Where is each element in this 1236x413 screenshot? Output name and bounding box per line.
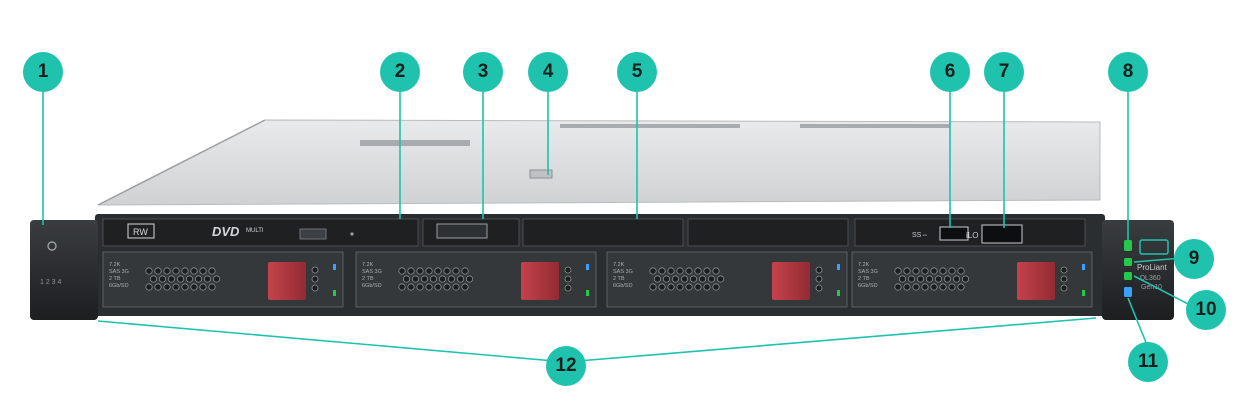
drive-release-latch[interactable] (268, 262, 306, 300)
drive-label-line: 7.2K (109, 262, 121, 268)
callout-11: 11 (1128, 342, 1168, 382)
dvd-multi: MULTI (246, 228, 264, 234)
callout-2: 2 (380, 52, 420, 92)
drive-grille (145, 267, 221, 291)
drive-label-line: 6Gb/SD (858, 283, 878, 289)
model-line-2: DL360 (1140, 275, 1161, 282)
drive-label-line: 6Gb/SD (362, 283, 382, 289)
health-led (1124, 258, 1132, 266)
drive-label-line: 7.2K (362, 262, 374, 268)
callout-6: 6 (930, 52, 970, 92)
model-line-3: Gen10 (1141, 284, 1162, 291)
drive-activity-led (333, 290, 336, 296)
drive-locate-led (333, 264, 336, 270)
left-ear (30, 220, 98, 320)
drive-label-line: 6Gb/SD (109, 283, 129, 289)
left-ear-digits: 1 2 3 4 (40, 279, 62, 286)
dvd-logo: DVD (212, 224, 240, 239)
uid-button[interactable] (1139, 239, 1169, 255)
drive-activity-led (837, 290, 840, 296)
vent-area (522, 218, 1086, 247)
drive-label-line: SAS 3G (362, 269, 382, 275)
callout-7: 7 (984, 52, 1024, 92)
ilo-service-port[interactable]: iLO (966, 224, 1023, 244)
usb-label: SS⇔ (912, 232, 928, 239)
callout-12: 12 (546, 346, 586, 386)
nic-status-led (1124, 272, 1132, 280)
drive-release-latch[interactable] (1017, 262, 1055, 300)
drive-label-line: SAS 3G (109, 269, 129, 275)
drive-grille (894, 267, 970, 291)
model-line-1: ProLiant (1137, 263, 1168, 272)
uid-led (1124, 287, 1132, 297)
drive-grille (649, 267, 725, 291)
drive-label-line: 7.2K (858, 262, 870, 268)
callout-3: 3 (463, 52, 503, 92)
drive-label-line: 2 TB (858, 276, 870, 282)
drive-label-line: 6Gb/SD (613, 283, 633, 289)
callout-8: 8 (1108, 52, 1148, 92)
rw-logo: RW (133, 227, 148, 237)
drive-activity-led (1082, 290, 1085, 296)
serial-pull-tab[interactable] (436, 223, 488, 239)
drive-locate-led (586, 264, 589, 270)
drive-locate-led (1082, 264, 1085, 270)
drive-label-line: SAS 3G (858, 269, 878, 275)
drive-label-line: 2 TB (109, 276, 121, 282)
optical-eject-button[interactable] (299, 228, 327, 240)
drive-label-line: 7.2K (613, 262, 625, 268)
drive-release-latch[interactable] (772, 262, 810, 300)
callout-4: 4 (528, 52, 568, 92)
drive-label-line: SAS 3G (613, 269, 633, 275)
callout-10: 10 (1186, 290, 1226, 330)
drive-label-line: 2 TB (362, 276, 374, 282)
power-button[interactable] (1124, 240, 1132, 251)
drive-activity-led (586, 290, 589, 296)
drive-label-line: 2 TB (613, 276, 625, 282)
callout-9: 9 (1174, 239, 1214, 279)
lid-vents (360, 124, 950, 179)
drive-release-latch[interactable] (521, 262, 559, 300)
drive-grille (398, 267, 474, 291)
drive-locate-led (837, 264, 840, 270)
optical-drive[interactable] (102, 218, 419, 247)
right-ear (1102, 220, 1174, 320)
ilo-label: iLO (966, 231, 978, 240)
callout-5: 5 (617, 52, 657, 92)
callout-1: 1 (23, 52, 63, 92)
usb-port[interactable]: SS⇔ (912, 226, 969, 241)
